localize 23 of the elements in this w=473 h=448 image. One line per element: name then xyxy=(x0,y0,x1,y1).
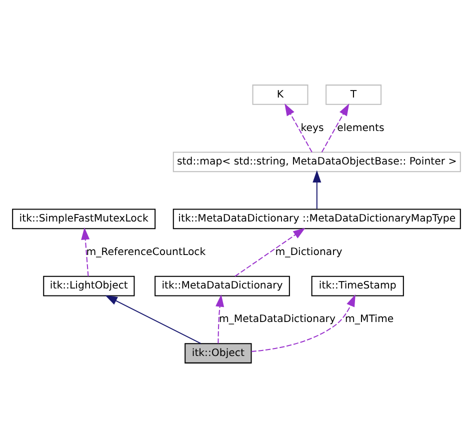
edge-label: m_ReferenceCountLock xyxy=(86,247,206,258)
arrow xyxy=(216,294,224,344)
node-box: itk::MetaDataDictionary ::MetaDataDictionaryMapType xyxy=(172,208,461,230)
arrow xyxy=(105,295,201,344)
node-box: itk::SimpleFastMutexLock xyxy=(12,208,156,230)
edge-label: elements xyxy=(337,122,384,134)
node-box: std::map< std::string, MetaDataObjectBase:: Pointer > xyxy=(172,152,461,172)
node-box: itk::TimeStamp xyxy=(311,276,404,296)
arrow xyxy=(321,103,350,152)
arrow xyxy=(251,294,356,352)
arrow xyxy=(284,103,312,152)
node-box: T xyxy=(326,84,382,105)
arrow xyxy=(81,227,90,276)
edge-label: keys xyxy=(300,122,324,134)
node-box: itk::MetaDataDictionary xyxy=(154,276,290,296)
edge-label: m_MTime xyxy=(345,314,394,326)
node-box: itk::LightObject xyxy=(43,276,135,296)
node-box: itk::Object xyxy=(184,343,252,364)
arrow xyxy=(234,228,306,277)
node-box: K xyxy=(252,84,308,105)
edge-label: m_MetaDataDictionary xyxy=(218,314,336,326)
edge-label: m_Dictionary xyxy=(275,247,342,258)
arrow xyxy=(312,170,322,209)
